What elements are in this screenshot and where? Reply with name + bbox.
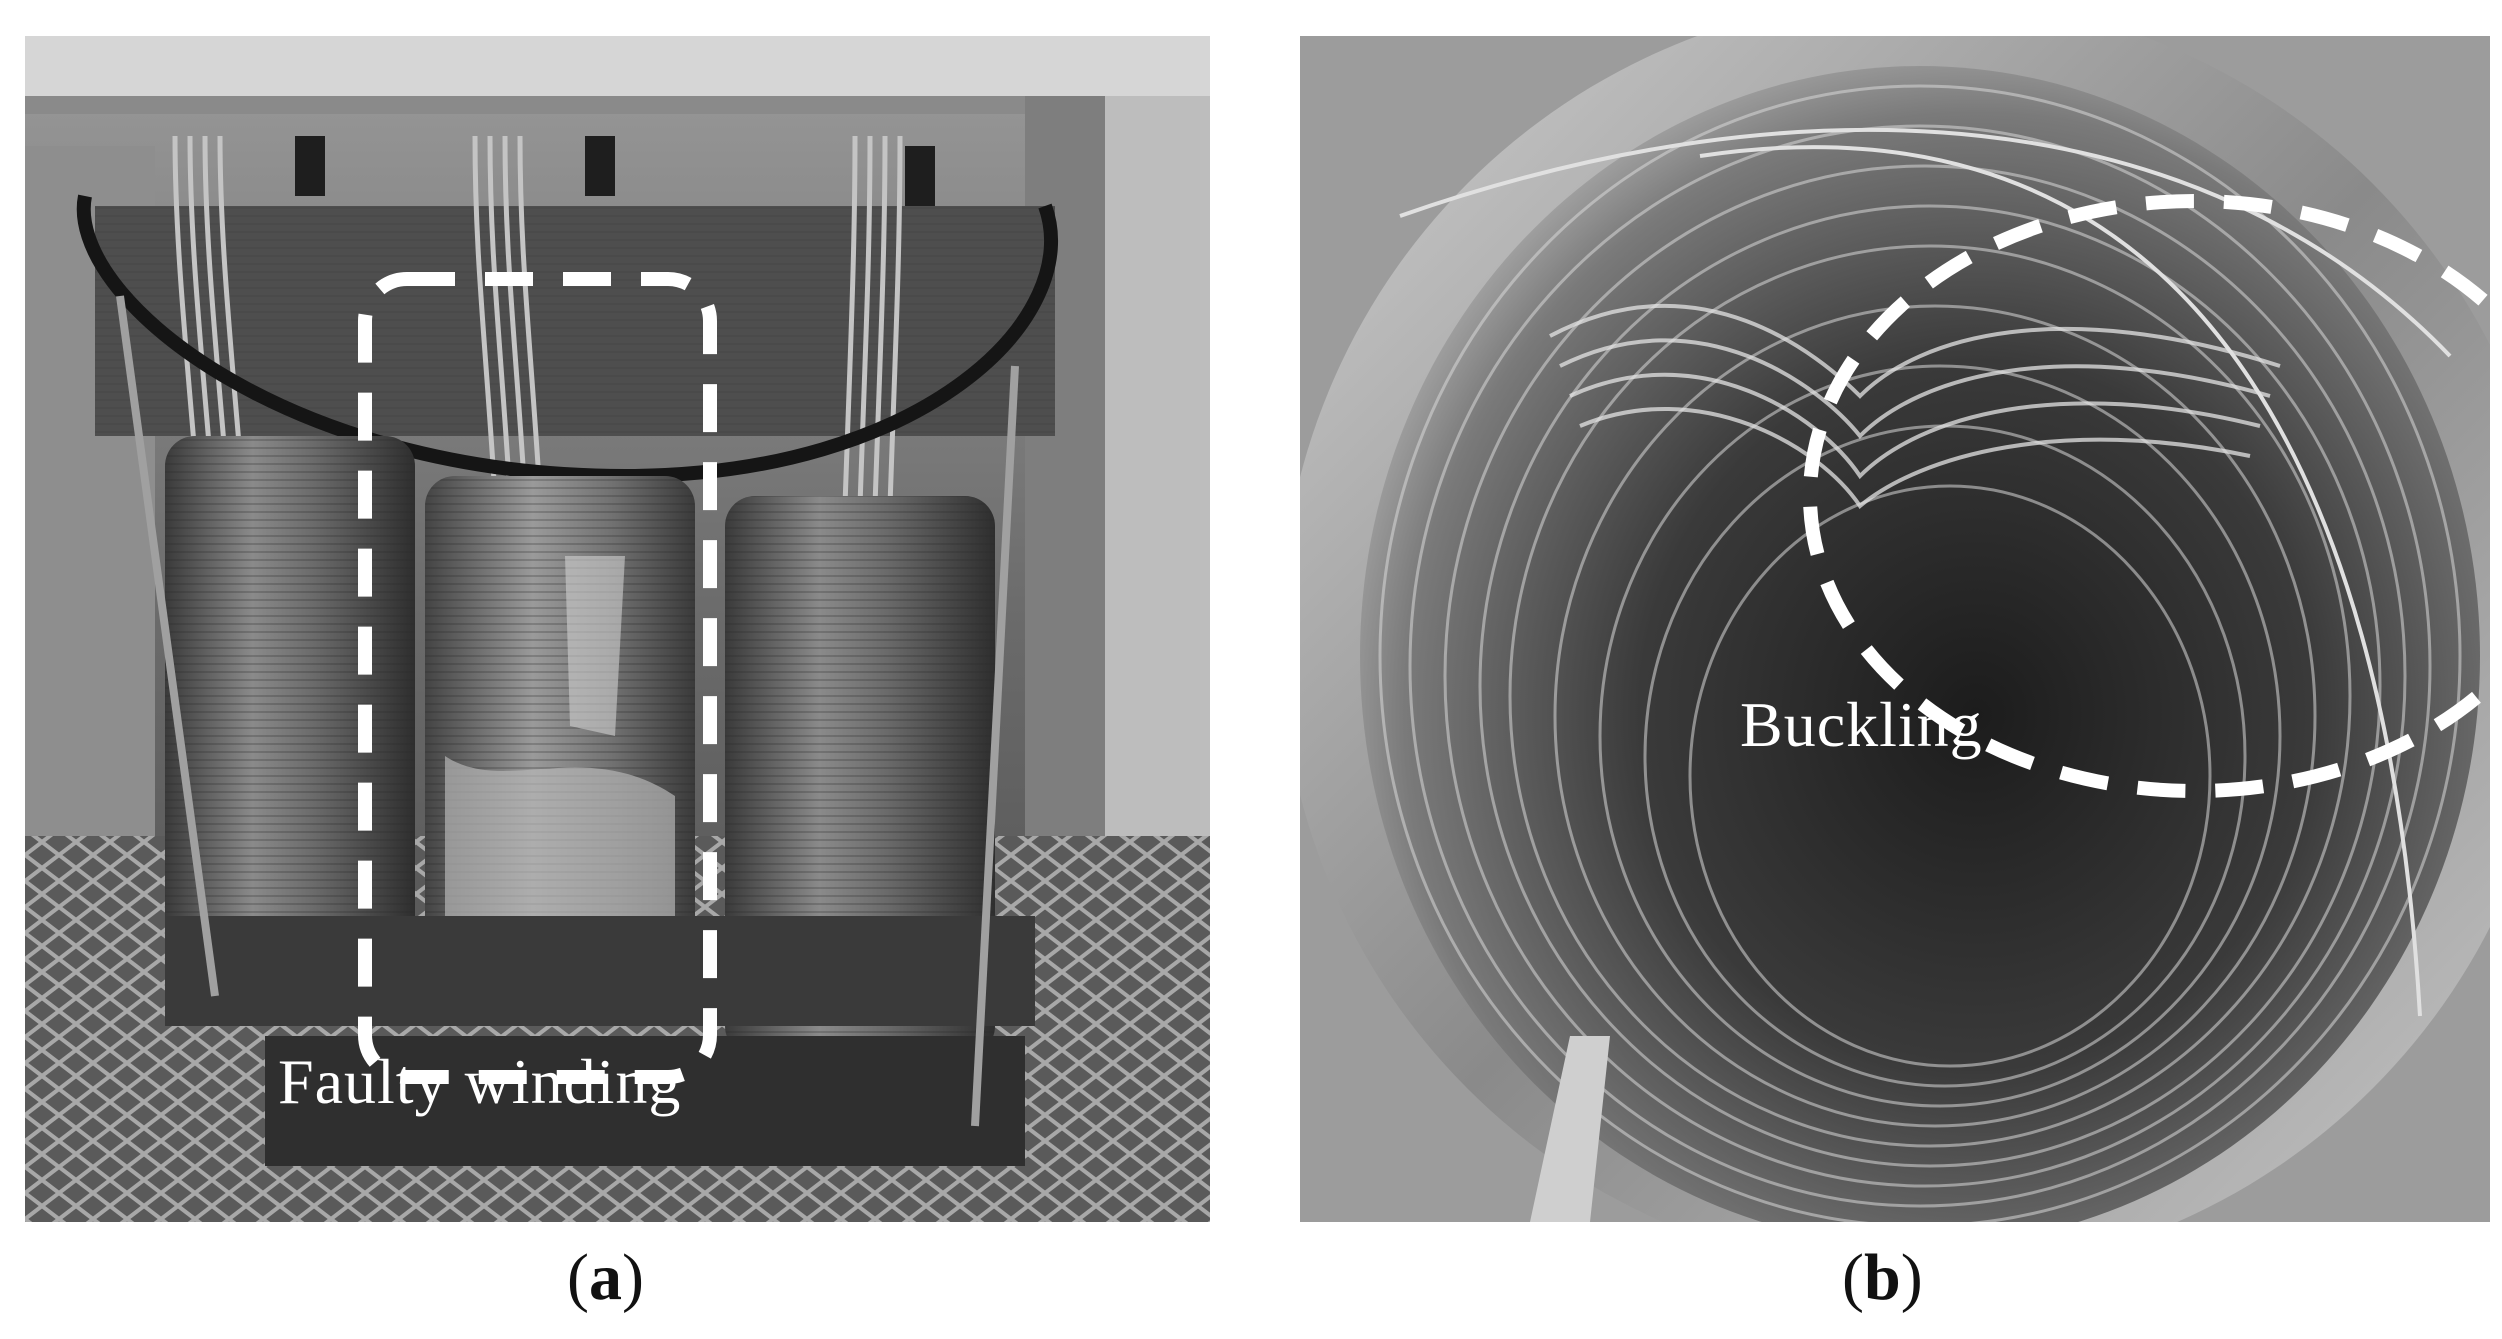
winding-interior-photo (1300, 36, 2490, 1222)
caption-b-letter: b (1863, 1241, 1901, 1314)
caption-a-open: ( (567, 1241, 589, 1314)
transformer-photo (25, 36, 1210, 1222)
buckling-label: Buckling (1740, 689, 1983, 760)
caption-a-close: ) (621, 1241, 644, 1314)
caption-b-close: ) (1900, 1241, 1923, 1314)
photo-panel-b (1300, 36, 2490, 1222)
caption-b-open: ( (1842, 1241, 1864, 1314)
caption-a: (a) (567, 1245, 644, 1311)
caption-a-letter: a (588, 1241, 622, 1314)
photo-panel-a (25, 36, 1210, 1222)
faulty-winding-label: Faulty winding (278, 1046, 682, 1117)
caption-b: (b) (1842, 1245, 1923, 1311)
